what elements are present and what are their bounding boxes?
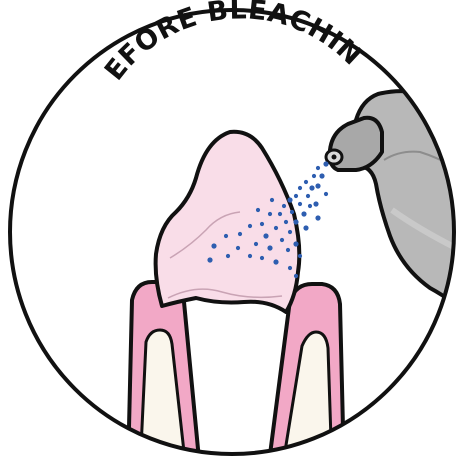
spray-dot bbox=[306, 194, 310, 198]
spray-dot bbox=[260, 256, 264, 260]
spray-dot bbox=[293, 241, 298, 246]
spray-dot bbox=[273, 259, 278, 264]
spray-dot bbox=[226, 254, 230, 258]
spray-dot bbox=[313, 201, 318, 206]
spray-dot bbox=[260, 222, 264, 226]
spray-dot bbox=[319, 173, 324, 178]
spray-dot bbox=[274, 226, 278, 230]
spray-dot bbox=[294, 194, 298, 198]
spray-dot bbox=[323, 161, 328, 166]
spray-dot bbox=[248, 254, 252, 258]
spray-dot bbox=[293, 219, 298, 224]
spray-dot bbox=[309, 185, 314, 190]
spray-dot bbox=[280, 238, 284, 242]
spray-dot bbox=[308, 204, 312, 208]
spray-dot bbox=[268, 212, 272, 216]
spray-dot bbox=[278, 212, 282, 216]
spray-dot bbox=[315, 215, 320, 220]
spray-dot bbox=[301, 211, 306, 216]
spray-dot bbox=[324, 192, 328, 196]
spray-dot bbox=[288, 230, 292, 234]
spray-dot bbox=[282, 204, 286, 208]
spray-dot bbox=[316, 166, 320, 170]
spray-dot bbox=[286, 248, 290, 252]
spray-dot bbox=[294, 274, 298, 278]
spray-dot bbox=[238, 232, 242, 236]
spray-dot bbox=[207, 257, 212, 262]
spray-dot bbox=[288, 266, 292, 270]
spray-dot bbox=[248, 224, 252, 228]
spray-dot bbox=[256, 208, 260, 212]
spray-dot bbox=[298, 202, 302, 206]
spray-dot bbox=[312, 174, 316, 178]
spray-dot bbox=[304, 180, 308, 184]
spray-dot bbox=[267, 245, 272, 250]
spray-dot bbox=[298, 186, 302, 190]
spray-dot bbox=[211, 243, 216, 248]
spray-dot bbox=[290, 210, 294, 214]
spray-dot bbox=[284, 220, 288, 224]
spray-dot bbox=[287, 197, 292, 202]
spray-dot bbox=[254, 242, 258, 246]
spray-dot bbox=[224, 234, 228, 238]
spray-dot bbox=[303, 225, 308, 230]
spray-dot bbox=[315, 183, 320, 188]
spray-dot bbox=[270, 198, 274, 202]
spray-dot bbox=[263, 233, 268, 238]
spray-dot bbox=[298, 254, 302, 258]
spray-dot bbox=[236, 246, 240, 250]
